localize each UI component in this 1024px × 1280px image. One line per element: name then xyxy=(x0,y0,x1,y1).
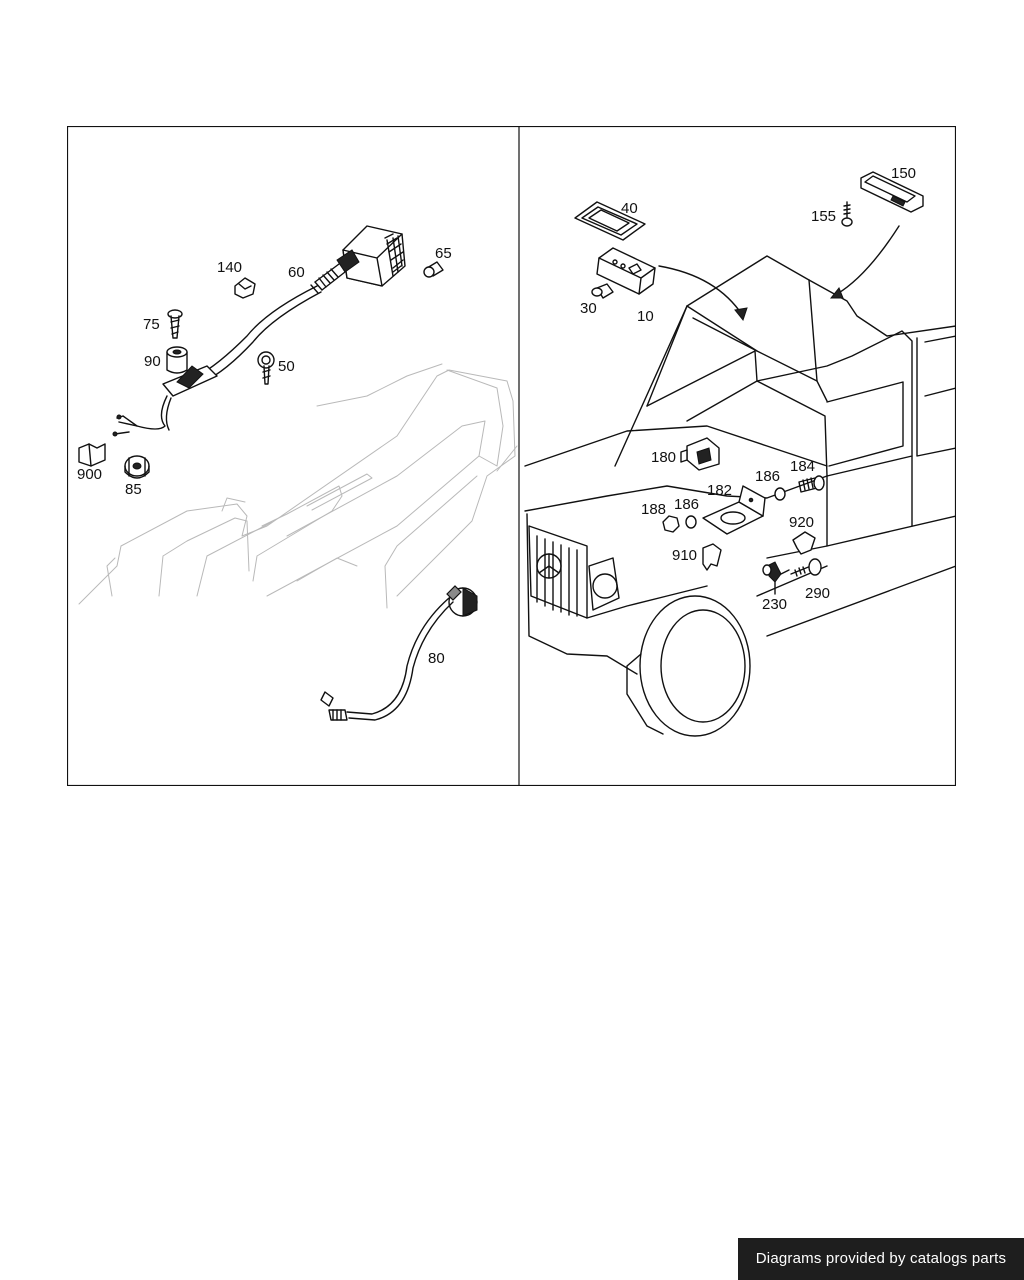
part-50-screw xyxy=(257,351,275,385)
label-188: 188 xyxy=(641,501,666,518)
part-230-switch xyxy=(762,561,790,595)
label-150: 150 xyxy=(891,165,916,182)
label-230: 230 xyxy=(762,596,787,613)
part-920-connector xyxy=(792,531,816,555)
label-184: 184 xyxy=(790,458,815,475)
label-90: 90 xyxy=(144,353,161,370)
label-290: 290 xyxy=(805,585,830,602)
part-150-roof-lamp xyxy=(860,171,924,213)
label-30: 30 xyxy=(580,300,597,317)
label-180: 180 xyxy=(651,449,676,466)
part-180-sensor xyxy=(680,437,720,471)
part-182-bracket xyxy=(702,485,766,535)
label-60: 60 xyxy=(288,264,305,281)
part-900-connector xyxy=(78,443,106,467)
vehicle-outline xyxy=(524,255,957,737)
part-155-screw xyxy=(841,201,853,227)
left-panel: 140 60 65 75 90 50 900 85 80 xyxy=(77,225,518,721)
label-40: 40 xyxy=(621,200,638,217)
right-panel: 40 150 155 30 10 180 186 184 188 186 182… xyxy=(524,165,957,737)
diagram-border xyxy=(66,125,957,787)
label-85: 85 xyxy=(125,481,142,498)
part-85-grommet xyxy=(124,455,150,479)
label-140: 140 xyxy=(217,259,242,276)
part-290-screw xyxy=(790,558,822,577)
part-188-nut xyxy=(662,515,680,533)
label-900: 900 xyxy=(77,466,102,483)
label-186-left: 186 xyxy=(674,496,699,513)
part-140-clip xyxy=(234,277,256,299)
part-40-lens xyxy=(574,201,646,241)
label-75: 75 xyxy=(143,316,160,333)
part-60-lamp-cable xyxy=(112,225,406,437)
part-186-washer xyxy=(774,487,786,501)
label-80: 80 xyxy=(428,650,445,667)
label-10: 10 xyxy=(637,308,654,325)
parts-diagram: 140 60 65 75 90 50 900 85 80 xyxy=(66,125,957,787)
part-90-spacer xyxy=(166,346,188,374)
part-910-connector xyxy=(702,543,722,571)
label-155: 155 xyxy=(811,208,836,225)
part-30-bulb xyxy=(591,283,614,299)
dashboard-outline xyxy=(78,363,518,609)
label-910: 910 xyxy=(672,547,697,564)
label-50: 50 xyxy=(278,358,295,375)
part-65-bulb xyxy=(423,261,444,278)
arrows xyxy=(658,225,900,322)
part-75-screw xyxy=(167,309,183,339)
part-10-lamp-housing xyxy=(596,247,656,295)
part-80-gooseneck-lamp xyxy=(320,585,478,721)
footer-banner: Diagrams provided by catalogs parts xyxy=(738,1238,1024,1280)
part-184-bolt xyxy=(798,475,825,493)
label-65: 65 xyxy=(435,245,452,262)
label-920: 920 xyxy=(789,514,814,531)
label-186-top: 186 xyxy=(755,468,780,485)
part-186-washer-left xyxy=(685,515,697,529)
label-182: 182 xyxy=(707,482,732,499)
